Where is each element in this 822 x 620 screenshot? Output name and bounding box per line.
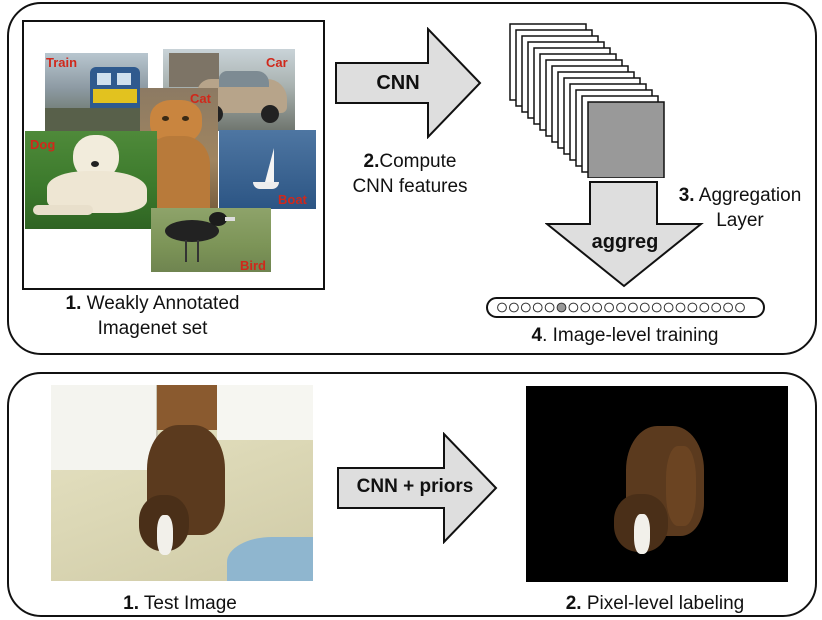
test-step-number: 1. — [123, 593, 139, 614]
cnn-arrow — [335, 27, 482, 139]
vector-cell — [711, 302, 722, 313]
vector-cell — [580, 302, 591, 313]
step2-line1: Compute — [379, 151, 457, 172]
step1-line1: Weakly Annotated — [81, 293, 240, 314]
boat-photo — [219, 130, 316, 209]
pixel-step-number: 2. — [565, 593, 582, 614]
vector-cell — [699, 302, 710, 313]
output-vector — [486, 297, 765, 318]
feature-map-stack — [509, 23, 665, 178]
aggreg-arrow-label: aggreg — [591, 231, 659, 253]
vector-cell — [520, 302, 531, 313]
step4-text: . Image-level training — [542, 325, 719, 346]
step4-number: 4 — [531, 325, 543, 346]
dog-photo — [25, 131, 157, 229]
vector-cell — [651, 302, 662, 313]
vector-cell — [509, 302, 519, 313]
bird-label: Bird — [240, 258, 266, 273]
step1-line2: Imagenet set — [97, 317, 208, 339]
step3-line2: Layer — [716, 209, 764, 231]
vector-cell — [592, 302, 603, 313]
pixel-labeling-caption: 2. Pixel-level labeling — [520, 592, 790, 617]
step3-line1: Aggregation — [694, 185, 802, 206]
segmentation-result — [526, 386, 788, 582]
vector-cell — [687, 302, 698, 313]
vector-cell — [616, 302, 626, 313]
vector-cell — [628, 302, 638, 313]
step3-number: 3. — [678, 185, 695, 206]
aggreg-arrow — [545, 181, 704, 288]
vector-cell — [723, 302, 734, 313]
cnn-priors-arrow — [337, 432, 498, 544]
vector-cell — [556, 302, 567, 313]
vector-cell — [639, 302, 650, 313]
cnn-arrow-label: CNN — [376, 72, 420, 94]
dog-label: Dog — [30, 137, 56, 152]
vector-cell — [735, 302, 745, 313]
step3-caption: 3. Aggregation Layer — [660, 184, 820, 233]
pixel-step-text: Pixel-level labeling — [581, 593, 745, 614]
vector-cell — [604, 302, 614, 313]
step1-caption: 1. Weakly Annotated Imagenet set — [30, 292, 275, 341]
step2-line2: CNN features — [352, 175, 468, 197]
step4-caption: 4. Image-level training — [500, 324, 750, 349]
step2-caption: 2.Compute CNN features — [330, 150, 490, 199]
train-photo — [45, 53, 148, 131]
step1-number: 1. — [65, 293, 82, 314]
vector-cell — [497, 302, 507, 313]
cnn-priors-arrow-label: CNN + priors — [356, 476, 474, 497]
train-label: Train — [46, 55, 78, 70]
feature-map — [587, 101, 665, 178]
boat-label: Boat — [278, 192, 307, 207]
vector-cell — [568, 302, 579, 313]
bird-photo — [151, 208, 271, 272]
vector-cell — [532, 302, 543, 313]
vector-cell — [544, 302, 555, 313]
vector-cell — [663, 302, 674, 313]
vector-cell — [675, 302, 686, 313]
test-image-caption: 1. Test Image — [80, 592, 280, 617]
car-label: Car — [266, 55, 288, 70]
step2-number: 2. — [363, 151, 380, 172]
cat-label: Cat — [190, 91, 211, 106]
test-image — [51, 385, 313, 581]
test-step-text: Test Image — [138, 593, 237, 614]
